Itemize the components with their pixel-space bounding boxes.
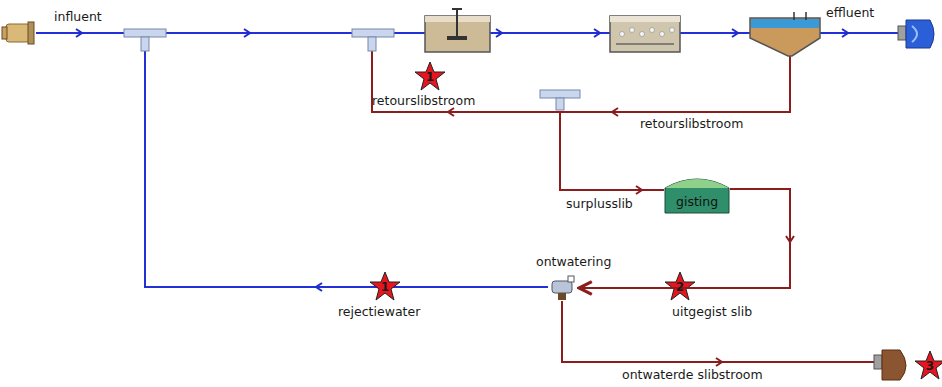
callout-number: 2 <box>670 281 690 294</box>
callout-number: 1 <box>420 71 440 84</box>
dewatering-icon <box>548 275 578 301</box>
node-label: gisting <box>676 195 718 209</box>
edge-label: uitgegist slib <box>672 305 752 319</box>
effluent-outlet: effluent <box>898 18 938 50</box>
stream-label: retourslibstroom <box>640 117 743 131</box>
flow-chevron <box>786 236 794 242</box>
callout-number: 3 <box>920 360 940 373</box>
stream-label: ontwaterde slibstroom <box>622 368 763 382</box>
dewatering-unit: ontwatering <box>548 275 578 301</box>
stream-label: retourslibstroom <box>372 94 475 108</box>
callout-number: 1 <box>375 281 395 294</box>
influent-source: influent <box>4 22 36 46</box>
digester-tank: gisting <box>664 176 730 214</box>
stream-label: rejectiewater <box>338 305 420 319</box>
stream-label: surplusslib <box>566 197 633 211</box>
node-label: influent <box>54 10 102 24</box>
node-label: effluent <box>826 6 874 20</box>
node-label: ontwatering <box>536 255 611 269</box>
